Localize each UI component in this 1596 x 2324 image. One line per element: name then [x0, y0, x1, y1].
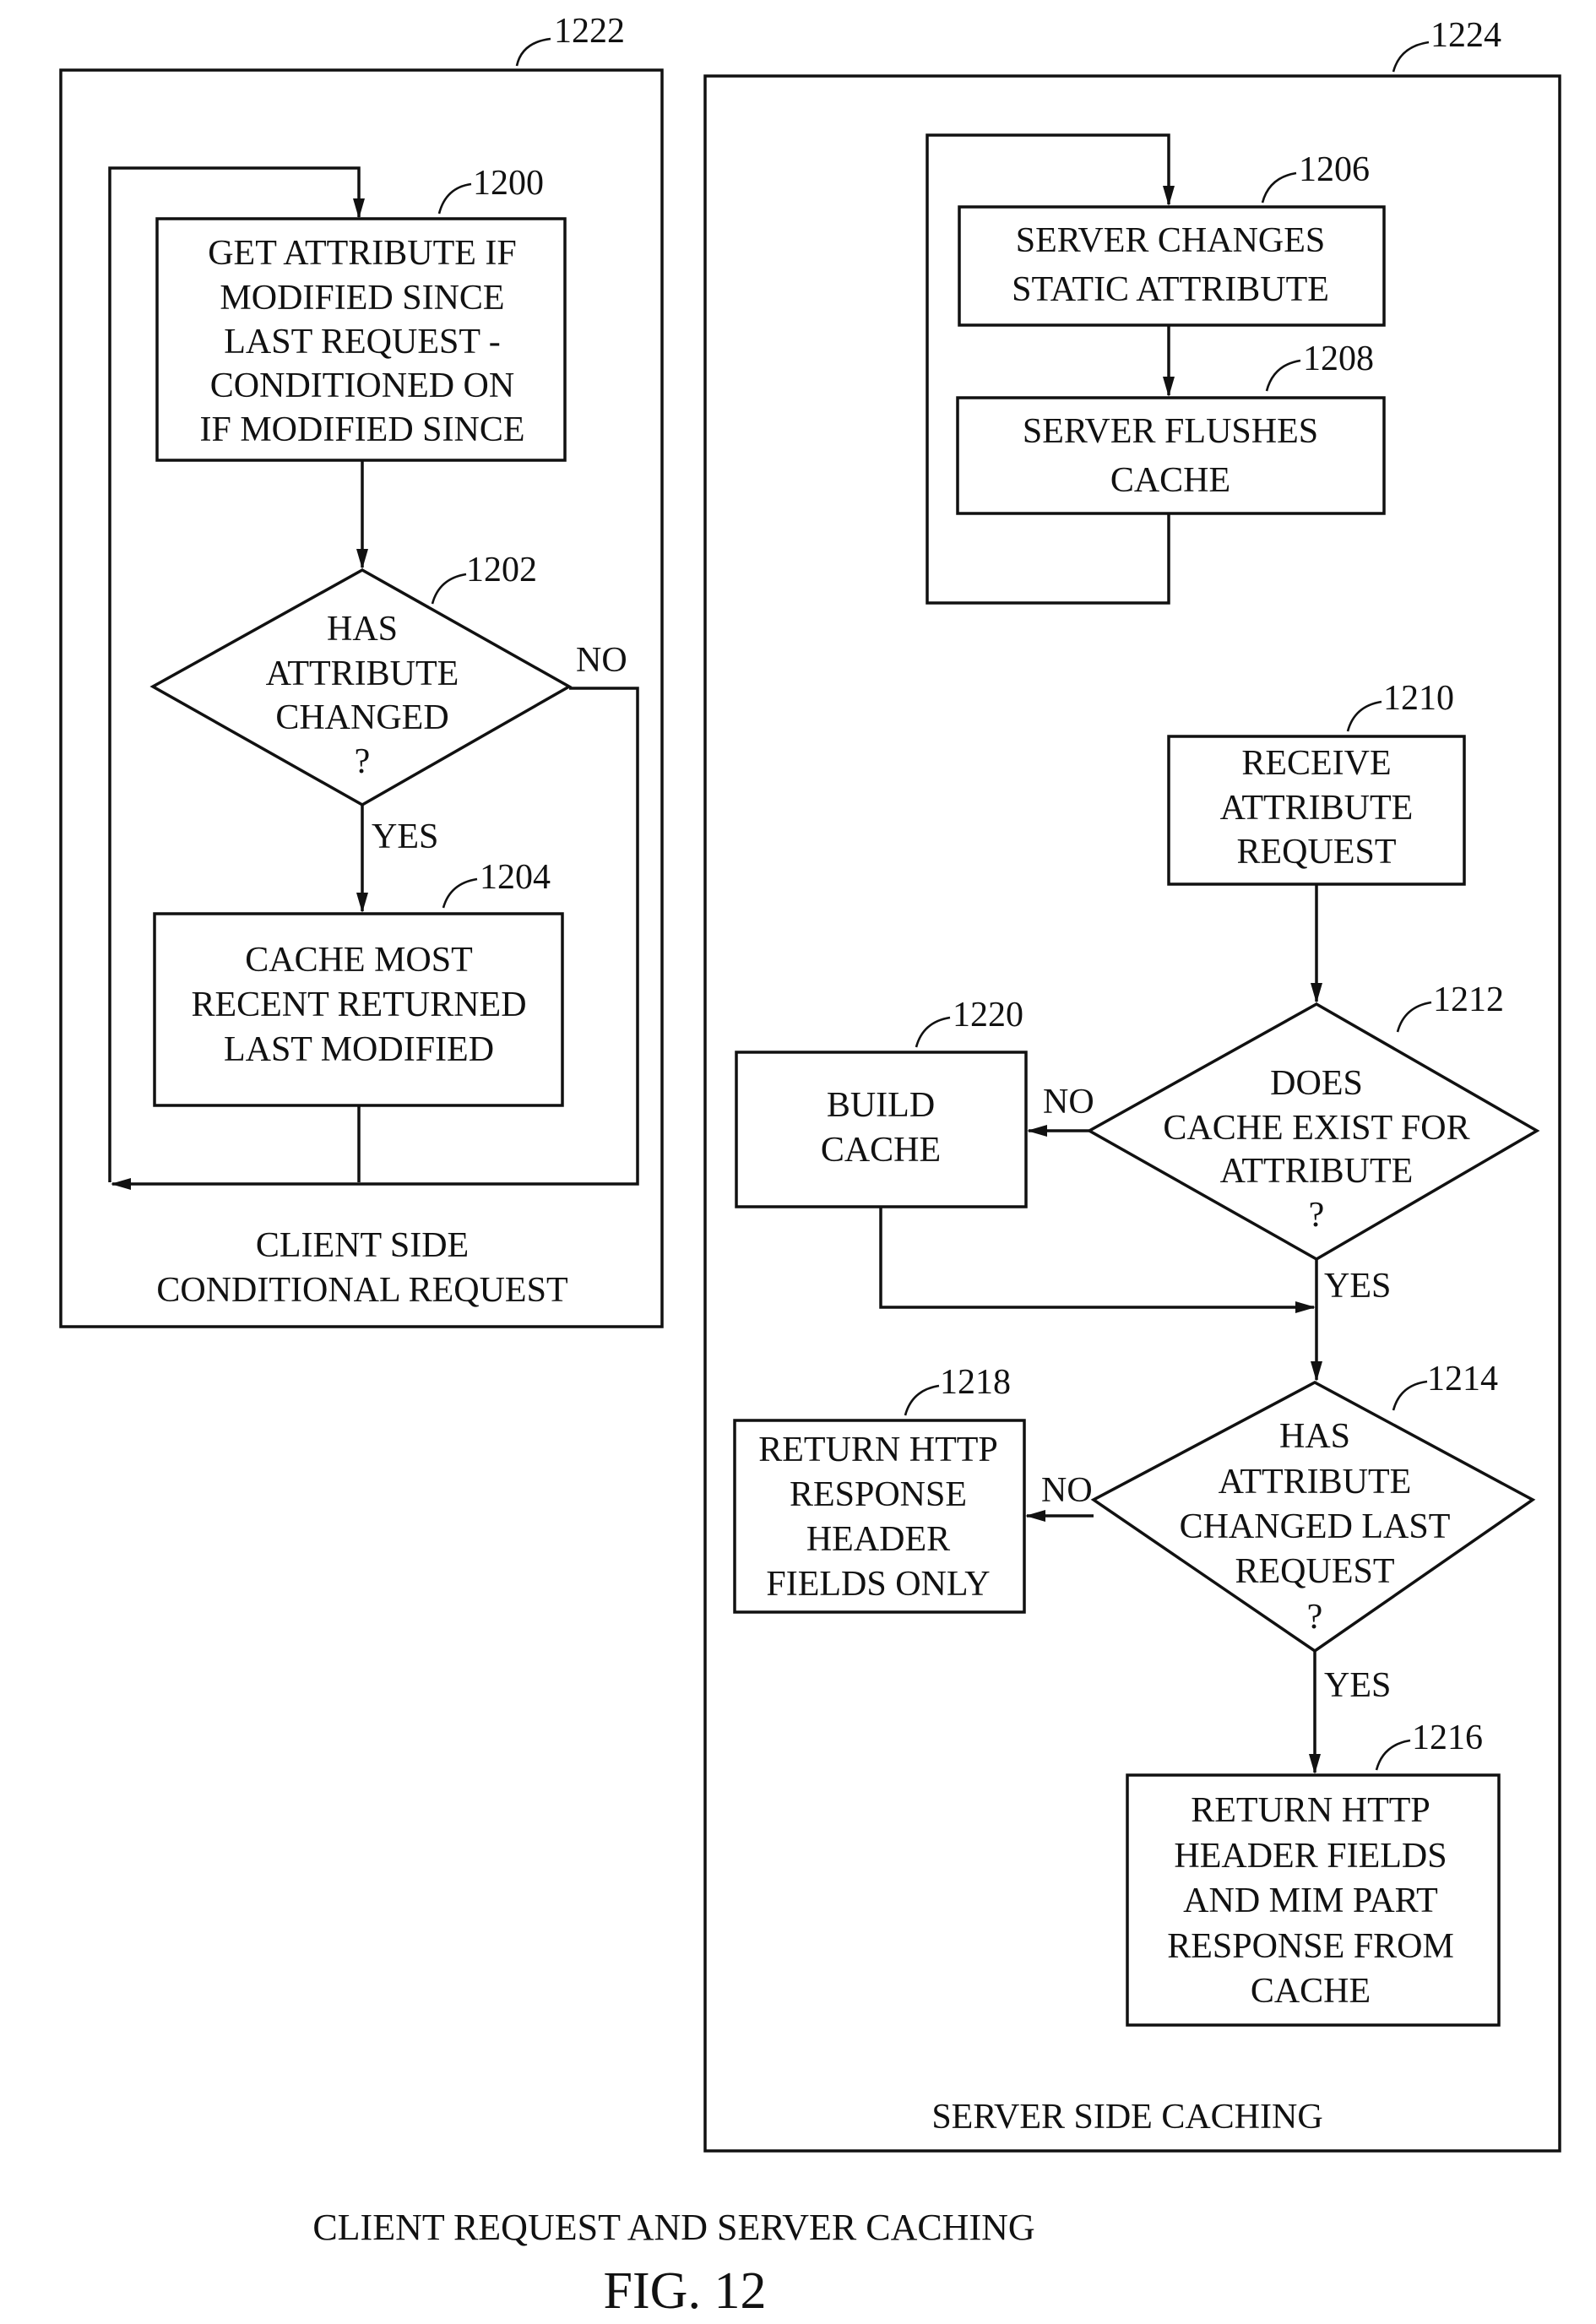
step-1204-line: RECENT RETURNED — [191, 986, 526, 1024]
step-1216-leader — [1376, 1740, 1410, 1770]
server-frame-ref: 1224 — [1430, 16, 1501, 55]
step-1200-leader — [439, 184, 471, 214]
step-1220-line: BUILD — [827, 1086, 935, 1125]
step-1210-leader — [1348, 702, 1382, 731]
step-1200-line: CONDITIONED ON — [210, 367, 514, 405]
step-1206-ref: 1206 — [1299, 150, 1370, 189]
decision-1214-ref: 1214 — [1427, 1360, 1498, 1398]
step-1208-line: CACHE — [1110, 461, 1230, 500]
step-1206-line: STATIC ATTRIBUTE — [1012, 270, 1329, 309]
step-1216-ref: 1216 — [1412, 1719, 1483, 1757]
step-1220-line: CACHE — [821, 1131, 941, 1170]
decision-1202-ref: 1202 — [466, 551, 537, 589]
step-1210: RECEIVE ATTRIBUTE REQUEST 1210 — [1169, 679, 1464, 884]
decision-1214-leader — [1393, 1382, 1427, 1410]
step-1218-line: RETURN HTTP — [758, 1431, 998, 1469]
step-1208-leader — [1267, 361, 1300, 391]
loop-arrow-to-1206 — [927, 135, 1169, 603]
client-side-title: CONDITIONAL REQUEST — [156, 1271, 567, 1310]
client-frame-leader — [517, 39, 551, 66]
step-1218-leader — [905, 1386, 939, 1415]
step-1208: SERVER FLUSHES CACHE 1208 — [958, 339, 1384, 513]
decision-1202-leader — [432, 574, 466, 604]
decision-1202: HAS ATTRIBUTE CHANGED ? 1202 NO YES — [153, 551, 627, 856]
decision-1212-leader — [1398, 1002, 1431, 1032]
step-1208-line: SERVER FLUSHES — [1023, 412, 1318, 451]
step-1216-line: CACHE — [1251, 1972, 1371, 2011]
step-1206-leader — [1262, 173, 1296, 203]
decision-1202-line: CHANGED — [275, 698, 448, 737]
decision-1202-yes-label: YES — [372, 817, 438, 856]
decision-1214-yes-label: YES — [1324, 1666, 1391, 1705]
decision-1214-line: ATTRIBUTE — [1219, 1463, 1412, 1501]
step-1218-line: HEADER — [806, 1520, 950, 1559]
decision-1214-line: CHANGED LAST — [1180, 1507, 1451, 1546]
decision-1202-line: ATTRIBUTE — [266, 654, 459, 693]
decision-1202-no-label: NO — [576, 641, 627, 680]
step-1204-line: CACHE MOST — [245, 941, 473, 980]
step-1218: RETURN HTTP RESPONSE HEADER FIELDS ONLY … — [735, 1363, 1024, 1612]
step-1200-line: IF MODIFIED SINCE — [199, 410, 524, 449]
server-frame-leader — [1393, 42, 1429, 72]
step-1210-line: ATTRIBUTE — [1220, 789, 1414, 828]
figure-number: FIG. 12 — [604, 2262, 767, 2320]
step-1200-line: GET ATTRIBUTE IF — [208, 234, 517, 273]
server-side-title: SERVER SIDE CACHING — [931, 2098, 1322, 2137]
server-side-panel: 1224 SERVER CHANGES STATIC ATTRIBUTE 120… — [705, 16, 1560, 2151]
client-side-panel: 1222 GET ATTRIBUTE IF MODIFIED SINCE LAS… — [61, 12, 662, 1327]
client-side-title: CLIENT SIDE — [256, 1226, 469, 1265]
step-1200: GET ATTRIBUTE IF MODIFIED SINCE LAST REQ… — [157, 164, 565, 460]
step-1218-line: RESPONSE — [790, 1475, 967, 1514]
decision-1214-line: HAS — [1279, 1417, 1350, 1456]
step-1216-line: RESPONSE FROM — [1167, 1927, 1454, 1966]
decision-1214-line: REQUEST — [1235, 1552, 1395, 1591]
decision-1212-no-label: NO — [1043, 1083, 1094, 1121]
figure-caption: CLIENT REQUEST AND SERVER CACHING — [312, 2207, 1034, 2248]
client-frame-ref: 1222 — [554, 12, 625, 51]
step-1218-ref: 1218 — [940, 1363, 1011, 1402]
step-1204-ref: 1204 — [480, 858, 551, 897]
step-1204-leader — [443, 879, 477, 908]
step-1200-line: MODIFIED SINCE — [220, 279, 504, 318]
step-1220: BUILD CACHE 1220 — [736, 996, 1026, 1207]
step-1206: SERVER CHANGES STATIC ATTRIBUTE 1206 — [959, 150, 1384, 325]
step-1210-ref: 1210 — [1383, 679, 1454, 718]
step-1218-line: FIELDS ONLY — [766, 1565, 990, 1604]
decision-1212-line: CACHE EXIST FOR — [1163, 1109, 1469, 1148]
decision-1212-line: ATTRIBUTE — [1220, 1152, 1414, 1191]
decision-1214: HAS ATTRIBUTE CHANGED LAST REQUEST ? 121… — [1041, 1360, 1533, 1705]
step-1220-leader — [916, 1018, 950, 1047]
step-1204: CACHE MOST RECENT RETURNED LAST MODIFIED… — [155, 858, 562, 1105]
decision-1214-line: ? — [1307, 1598, 1323, 1637]
step-1216: RETURN HTTP HEADER FIELDS AND MIM PART R… — [1127, 1719, 1499, 2025]
step-1210-line: RECEIVE — [1241, 744, 1391, 783]
step-1206-line: SERVER CHANGES — [1016, 221, 1326, 260]
step-1210-line: REQUEST — [1237, 833, 1397, 872]
decision-1214-no-label: NO — [1041, 1471, 1093, 1510]
step-1220-box — [736, 1052, 1026, 1207]
step-1204-line: LAST MODIFIED — [224, 1030, 494, 1069]
decision-1212-line: DOES — [1270, 1064, 1363, 1103]
step-1200-ref: 1200 — [473, 164, 544, 203]
step-1216-line: AND MIM PART — [1183, 1881, 1438, 1920]
decision-1212-ref: 1212 — [1433, 980, 1504, 1019]
decision-1212: DOES CACHE EXIST FOR ATTRIBUTE ? 1212 NO… — [1043, 980, 1537, 1306]
step-1208-ref: 1208 — [1303, 339, 1374, 378]
step-1216-line: RETURN HTTP — [1191, 1791, 1430, 1830]
decision-1212-line: ? — [1309, 1196, 1325, 1235]
decision-1202-line: ? — [355, 742, 371, 781]
step-1220-ref: 1220 — [953, 996, 1023, 1034]
decision-1202-line: HAS — [327, 610, 398, 649]
decision-1212-yes-label: YES — [1324, 1267, 1391, 1306]
step-1216-line: HEADER FIELDS — [1174, 1837, 1447, 1876]
step-1200-line: LAST REQUEST - — [224, 323, 500, 361]
